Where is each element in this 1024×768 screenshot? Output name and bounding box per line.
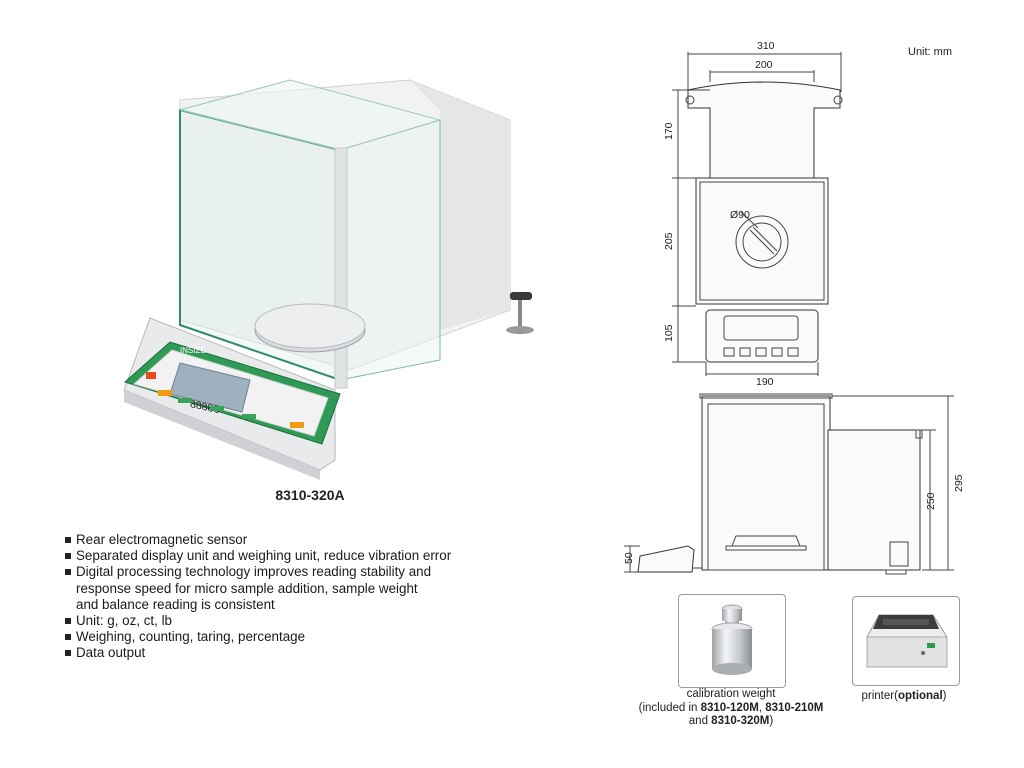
- weight-model-3: 8310-320M: [711, 715, 770, 728]
- weight-caption-line3: and 8310-320M): [688, 715, 774, 728]
- unit-label: Unit: mm: [908, 46, 952, 58]
- feature-item: Weighing, counting, taring, percentage: [64, 629, 484, 645]
- printer-caption: printer(optional): [861, 690, 947, 702]
- feature-item: Data output: [64, 645, 484, 661]
- feature-item: Separated display unit and weighing unit…: [64, 548, 484, 564]
- weight-caption-line2: (included in 8310-120M, 8310-210M: [638, 701, 824, 714]
- product-photo: 88888 INSIZE: [123, 79, 534, 480]
- dim-overall-width: 310: [757, 40, 775, 52]
- printer-optional-label: optional: [897, 690, 943, 702]
- display-unit-outline: [705, 309, 819, 363]
- dim-display-height: 50: [623, 552, 635, 564]
- printer-box: [852, 596, 960, 686]
- calibration-weight-icon: [711, 604, 753, 675]
- feature-item-continuation: response speed for micro sample addition…: [76, 580, 418, 596]
- chamber-outline: [695, 177, 829, 305]
- dim-hood-depth: 170: [663, 122, 675, 140]
- side-chamber-outline: [701, 395, 831, 571]
- dim-display-width: 190: [756, 376, 774, 388]
- dim-display-depth: 105: [663, 324, 675, 342]
- feature-item: Digital processing technology improves r…: [64, 564, 484, 580]
- weight-model-1: 8310-120M: [700, 701, 759, 714]
- side-rear-outline: [827, 429, 921, 571]
- dim-chamber-depth: 205: [663, 232, 675, 250]
- pan-circle: [735, 215, 789, 269]
- dim-hood-width: 200: [755, 59, 773, 71]
- calibration-weight-caption: calibration weight (included in 8310-120…: [624, 688, 838, 729]
- dim-total-height: 295: [953, 474, 965, 492]
- hood-outline: [687, 81, 841, 179]
- dim-pan-diameter: Ø90: [730, 209, 750, 221]
- dim-chamber-height: 250: [925, 492, 937, 510]
- feature-list: Rear electromagnetic sensor Separated di…: [64, 532, 484, 662]
- brand-mark: INSIZE: [180, 346, 206, 355]
- weight-caption-line1: calibration weight: [686, 688, 776, 700]
- feature-item-continuation: and balance reading is consistent: [76, 596, 275, 612]
- top-view-drawing: 310 200 170 205 105 Ø90 190: [663, 40, 843, 388]
- feature-item: Rear electromagnetic sensor: [64, 532, 484, 548]
- printer-icon: [866, 614, 948, 668]
- weight-model-2: 8310-210M: [765, 701, 824, 714]
- calibration-weight-box: [678, 594, 786, 688]
- side-display-outline: [637, 545, 695, 573]
- feature-item: Unit: g, oz, ct, lb: [64, 613, 484, 629]
- model-caption: 8310-320A: [275, 487, 345, 503]
- side-view-drawing: 295 250 50: [623, 393, 965, 575]
